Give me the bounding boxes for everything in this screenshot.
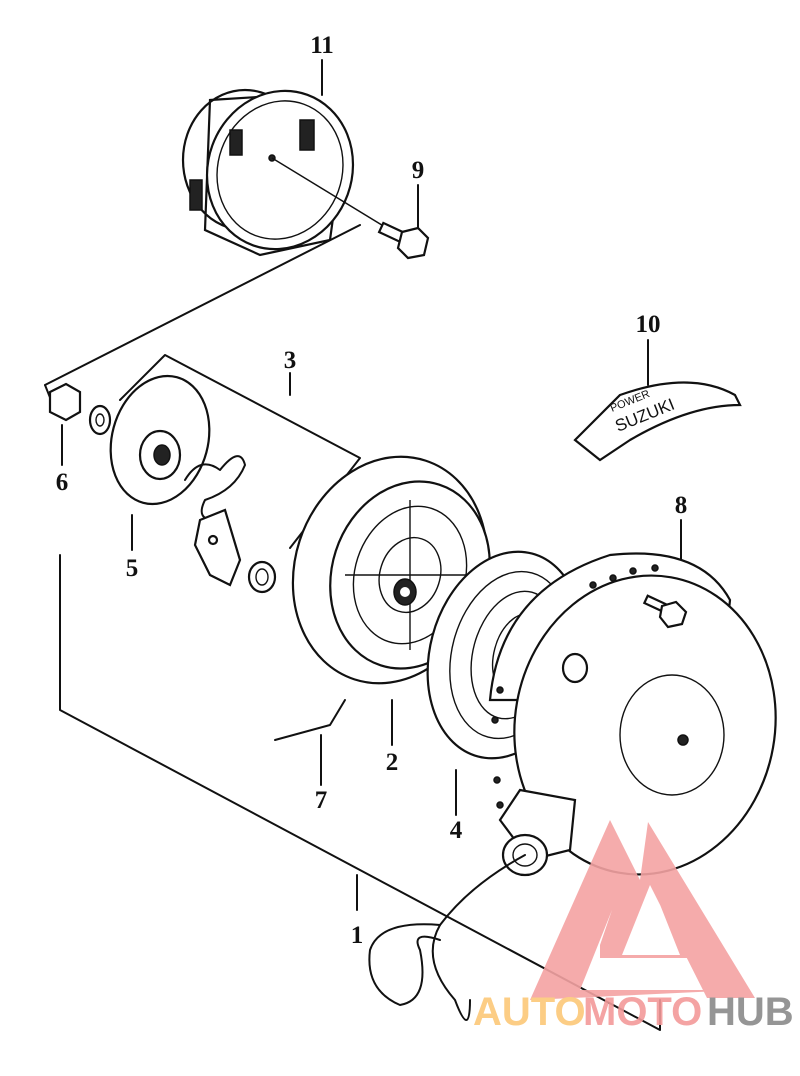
label-9: 9 <box>412 157 425 184</box>
label-1: 1 <box>351 922 364 949</box>
part-3-ratchet-assembly <box>184 455 277 594</box>
label-2: 2 <box>386 749 399 776</box>
label-4: 4 <box>450 817 463 844</box>
watermark-hub: HUB <box>707 990 794 1034</box>
part-10-suzuki-decal: SUZUKI POWER <box>573 381 742 462</box>
part-11-starter-cup <box>181 88 391 257</box>
part-9-bolt <box>377 221 430 260</box>
label-6: 6 <box>56 469 69 496</box>
label-5: 5 <box>126 555 139 582</box>
part-6-nut <box>48 382 112 436</box>
starter-rope <box>368 854 526 1021</box>
watermark-moto: MOTO <box>583 990 702 1034</box>
label-3: 3 <box>284 347 297 374</box>
label-8: 8 <box>675 492 688 519</box>
callout-labels: 11 9 10 3 6 8 5 2 7 4 1 <box>56 32 688 949</box>
watermark-auto: AUTO <box>473 990 586 1034</box>
label-10: 10 <box>636 311 661 338</box>
part-8-screw <box>642 594 688 629</box>
automotohub-watermark: AUTO MOTO HUB <box>473 820 794 1034</box>
part-1-starter-case <box>488 552 777 877</box>
watermark-logo-triangle <box>530 820 755 1000</box>
label-11: 11 <box>310 32 334 59</box>
case-holes <box>491 564 659 809</box>
leader-lines <box>44 59 682 1031</box>
label-7: 7 <box>315 787 328 814</box>
part-5-friction-plate <box>109 374 211 506</box>
